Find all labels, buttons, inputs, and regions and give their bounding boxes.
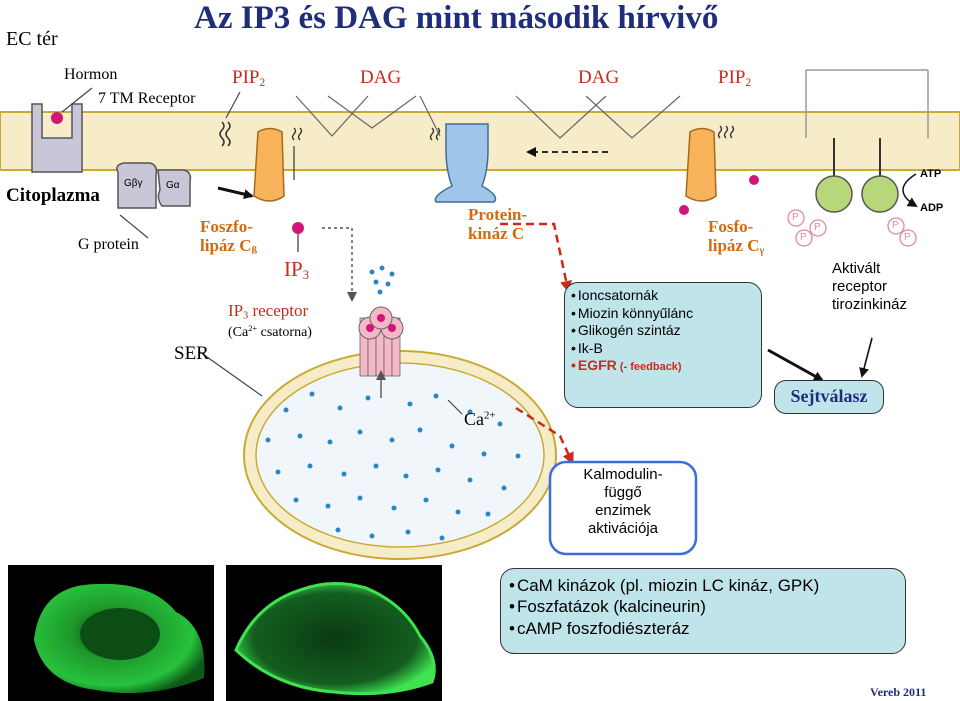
dag-hydrolysis-lines	[295, 95, 681, 139]
credit-label: Vereb 2011	[870, 685, 927, 699]
g-alpha-icon	[157, 169, 192, 207]
activated-receptor-label: Aktivált receptor tirozinkináz	[832, 260, 908, 313]
pkc-icon	[434, 123, 497, 203]
pkc-target-item: Glikogén szintáz	[571, 322, 761, 340]
pip2-left-pointer	[225, 91, 241, 119]
calmodulin-label: Kalmodulin- függő enzimek aktivációja	[583, 466, 663, 537]
plc-gamma-icon	[685, 127, 717, 202]
g-alpha-label: Gα	[166, 180, 180, 191]
phospho-label-2: P	[800, 232, 807, 243]
g-beta-gamma-label: Gβγ	[124, 178, 143, 189]
phospho-label-3: P	[814, 222, 821, 233]
ser-pointer	[199, 351, 263, 397]
pip2-left-lipid-icon	[219, 121, 231, 147]
ser-label: SER	[174, 343, 209, 364]
ca-label: Ca2+	[464, 409, 496, 429]
ca-channel-label: (Ca2+ csatorna)	[228, 324, 312, 341]
cell-response-box: Sejtválasz	[774, 380, 884, 414]
pkc-label: Protein- kináz C	[468, 205, 528, 243]
micrograph-2-cell	[234, 581, 436, 696]
phospho-label-1: P	[792, 212, 799, 223]
cell-response-label: Sejtválasz	[790, 386, 868, 406]
plc-gamma-ligand-icon	[679, 205, 689, 215]
plc-beta-icon	[253, 127, 285, 202]
phospho-label-4: P	[892, 220, 899, 231]
dag-lipid-marks	[291, 125, 735, 141]
pkc-targets-box: Ioncsatornák Miozin könnyűlánc Glikogén …	[564, 282, 762, 408]
pkc-target-list: Ioncsatornák Miozin könnyűlánc Glikogén …	[565, 283, 761, 375]
rtk-right-domain-icon	[861, 175, 899, 213]
dag-left-label: DAG	[360, 67, 402, 88]
pip2-right-label: PIP2	[718, 67, 752, 89]
g-beta-gamma-icon	[116, 162, 158, 209]
released-ca-dots	[369, 265, 395, 295]
rtk-left-domain-icon	[815, 175, 853, 213]
atp-label: ATP	[920, 168, 942, 180]
plc-gamma-label: Fosfo- lipáz Cγ	[708, 217, 765, 257]
g-protein-label: G protein	[78, 236, 139, 253]
ip3-molecule-icon	[292, 222, 304, 234]
page-title: Az IP3 és DAG mint második hírvivő	[194, 0, 719, 36]
targets-to-response-arrow	[767, 348, 824, 382]
g-protein-pointer	[119, 214, 149, 239]
micrograph-1-nucleus	[80, 608, 160, 660]
cam-targets-box: CaM kinázok (pl. miozin LC kináz, GPK) F…	[500, 568, 906, 654]
cam-target-item: Foszfatázok (kalcineurin)	[509, 596, 905, 617]
calmodulin-box	[548, 460, 698, 556]
ip3-receptor-channel-icon	[358, 306, 404, 377]
hormone-ligand-icon	[51, 112, 63, 124]
pkc-target-item: Miozin könnyűlánc	[571, 305, 761, 323]
cam-target-item: CaM kinázok (pl. miozin LC kináz, GPK)	[509, 575, 905, 596]
pkc-to-targets-arrow	[500, 222, 573, 293]
rtk-to-response-arrow	[859, 337, 873, 378]
tyrosine-kinase-bracket	[805, 69, 929, 138]
pkc-target-item-egfr: EGFR (- feedback)	[571, 357, 761, 375]
ip3-receptor-label: IP3 receptor	[228, 301, 309, 322]
cam-target-item: cAMP foszfodiészteráz	[509, 618, 905, 639]
plc-beta-label: Foszfo- lipáz Cß	[200, 217, 258, 257]
endoplasmic-reticulum	[245, 352, 555, 558]
pkc-to-calmodulin-arrow	[515, 406, 574, 465]
cytoplasm-label: Citoplazma	[6, 185, 100, 206]
phospho-label-5: P	[904, 232, 911, 243]
ec-space-label: EC tér	[6, 28, 58, 50]
receptor-7tm-label: 7 TM Receptor	[98, 90, 196, 107]
pip2-left-label: PIP2	[232, 67, 266, 89]
hormone-label: Hormon	[64, 66, 118, 83]
hormone-pointer	[61, 87, 93, 113]
pkc-target-item: Ik-B	[571, 340, 761, 358]
adp-label: ADP	[920, 202, 944, 214]
atp-to-adp-arrow	[902, 173, 918, 208]
dag-right-ligand-icon	[749, 175, 759, 185]
phospho-tyrosines	[787, 209, 917, 247]
dag-right-label: DAG	[578, 67, 620, 88]
pkc-target-item: Ioncsatornák	[571, 287, 761, 305]
stored-ca-dots	[265, 391, 521, 541]
ip3-to-receptor-arrow	[322, 227, 357, 302]
ca-to-pkc-arrow	[447, 399, 463, 415]
g-protein-to-plc-arrow	[217, 186, 254, 200]
cam-target-list: CaM kinázok (pl. miozin LC kináz, GPK) F…	[501, 569, 905, 639]
ip3-label: IP3	[284, 257, 309, 283]
